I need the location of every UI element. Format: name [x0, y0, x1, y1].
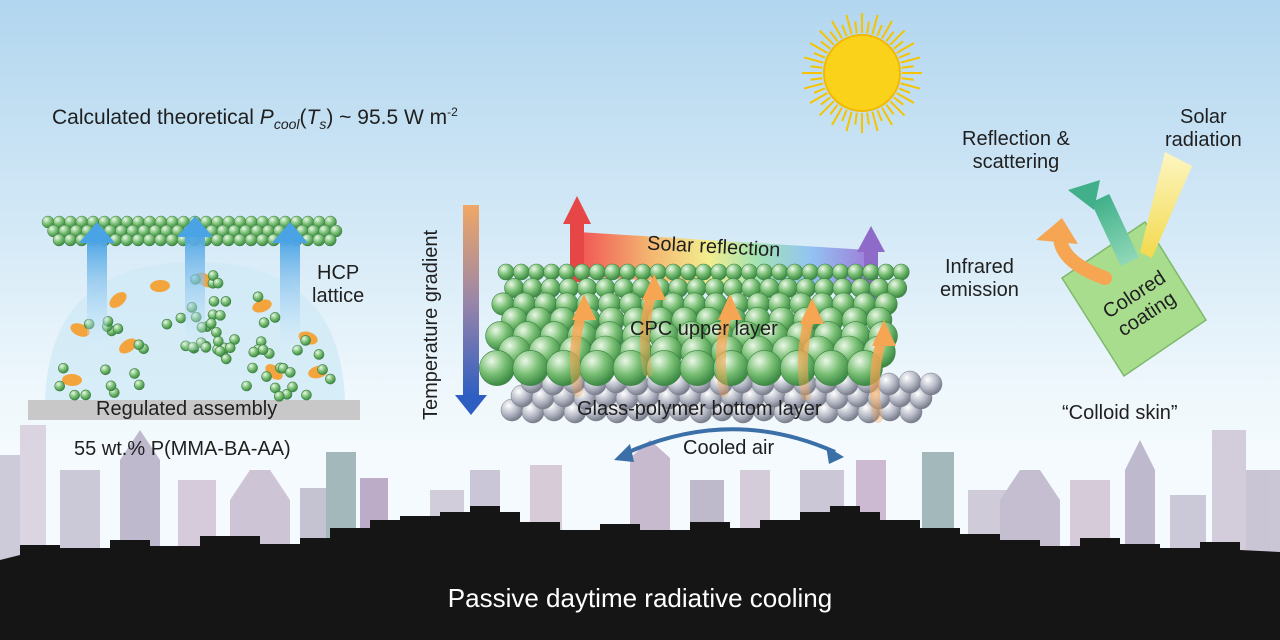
sun-icon	[802, 13, 922, 133]
cooled-air-label: Cooled air	[683, 437, 775, 459]
cooling-power-equation: Calculated theoretical Pcool(Ts) ~ 95.5 …	[52, 105, 458, 133]
colloid-skin-label: “Colloid skin”	[1062, 402, 1178, 424]
bottom-layer-label: Glass-polymer bottom layer	[577, 398, 822, 420]
diagram-title: Passive daytime radiative cooling	[447, 583, 833, 613]
regulated-assembly-illustration	[28, 215, 360, 420]
temperature-gradient-label: Temperature gradient	[420, 229, 442, 420]
regulated-assembly-label: Regulated assembly	[96, 398, 278, 420]
polymer-composition-label: 55 wt.% P(MMA-BA-AA)	[74, 438, 291, 460]
city-skyline-dark	[0, 506, 1280, 640]
reflection-scattering-label: Reflection &scattering	[962, 128, 1070, 173]
cpc-upper-layer-label: CPC upper layer	[630, 318, 778, 340]
cpc-layer-illustration	[455, 196, 943, 464]
colloid-skin-illustration	[1036, 152, 1208, 378]
